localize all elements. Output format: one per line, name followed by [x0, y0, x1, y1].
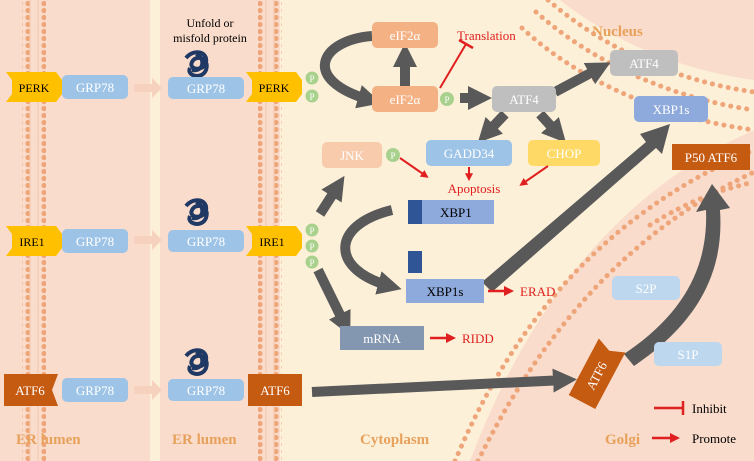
apoptosis-label: Apoptosis — [448, 181, 501, 196]
svg-text:PERK: PERK — [19, 81, 50, 95]
region-label-cytoplasm: Cytoplasm — [360, 432, 430, 448]
ire1-receptor-2: IRE1 — [246, 226, 302, 256]
xbp1s-segment — [408, 251, 422, 273]
atf6-receptor-2: ATF6 — [248, 374, 302, 406]
svg-text:PERK: PERK — [259, 81, 290, 95]
misfolded-protein-icon-1 — [184, 50, 209, 78]
svg-text:P: P — [390, 151, 395, 161]
atf4-label-cytoplasm: ATF4 — [509, 92, 539, 107]
mrna-label: mRNA — [363, 331, 401, 346]
xbp1-segment — [408, 200, 422, 224]
s2p-label: S2P — [636, 281, 657, 296]
svg-text:IRE1: IRE1 — [19, 235, 44, 249]
jnk-label: JNK — [340, 148, 364, 163]
gadd34-label: GADD34 — [444, 146, 495, 161]
legend-promote-label: Promote — [692, 431, 736, 446]
atf6-to-nucleus-arrow — [624, 184, 730, 366]
eif2a-box-top — [372, 22, 438, 48]
region-label-nucleus: Nucleus — [592, 24, 643, 40]
gadd34-box — [426, 140, 512, 166]
misfolded-protein-icon-3 — [184, 348, 209, 376]
phospho-group-perk: P P — [305, 71, 319, 103]
svg-text:ATF6: ATF6 — [260, 383, 290, 398]
atf4-box-nucleus — [610, 50, 678, 76]
grp78-label-5: GRP78 — [187, 234, 225, 249]
grp78-label-2: GRP78 — [76, 234, 114, 249]
grp78-box-5 — [168, 230, 244, 252]
svg-text:IRE1: IRE1 — [259, 235, 284, 249]
perk-receptor-1: PERK — [6, 72, 62, 102]
mrna-box — [340, 326, 424, 350]
atf6-receptor-1: ATF6 — [4, 374, 58, 406]
legend-inhibit-label: Inhibit — [692, 401, 727, 416]
grp78-label-3: GRP78 — [76, 383, 114, 398]
xbp1-label: XBP1 — [440, 205, 472, 220]
ire1-receptor-1: IRE1 — [6, 226, 62, 256]
svg-text:P: P — [309, 242, 314, 252]
ridd-label: RIDD — [462, 331, 494, 346]
region-label-er-lumen-1: ER lumen — [16, 432, 81, 448]
misfold-label: misfold protein — [173, 31, 247, 45]
grp78-box-4 — [168, 77, 244, 99]
grp78-box-1 — [62, 75, 128, 99]
eif2a-box-phospho — [372, 86, 438, 112]
atf4-box-cytoplasm — [492, 86, 556, 112]
p50-atf6-box — [672, 144, 750, 170]
grp78-box-6 — [168, 379, 244, 401]
nucleus-region — [560, 0, 754, 80]
region-label-golgi: Golgi — [605, 432, 640, 448]
grp78-label-1: GRP78 — [76, 80, 114, 95]
erad-label: ERAD — [520, 284, 555, 299]
grp78-box-2 — [62, 229, 128, 253]
grp78-label-4: GRP78 — [187, 81, 225, 96]
atf4-label-nucleus: ATF4 — [629, 56, 659, 71]
eif2a-label-phospho: eIF2α — [390, 92, 421, 107]
xbp1s-label-nucleus: XBP1s — [653, 102, 690, 117]
translation-inhibit-bar — [458, 38, 474, 50]
translation-inhibit-line — [439, 43, 467, 89]
xbp1s-to-nucleus-arrow — [482, 124, 670, 292]
region-label-er-lumen-2: ER lumen — [172, 432, 237, 448]
svg-text:P: P — [444, 95, 449, 105]
unfold-label: Unfold or — [187, 16, 234, 30]
phospho-jnk — [386, 148, 400, 162]
golgi-membrane — [452, 147, 754, 461]
phospho-eif2a — [440, 92, 454, 106]
legend: Inhibit Promote — [652, 401, 736, 446]
s2p-box — [612, 276, 680, 300]
chop-box — [528, 140, 600, 166]
xbp1s-box-nucleus — [634, 96, 708, 122]
svg-text:P: P — [309, 74, 314, 84]
grp78-label-6: GRP78 — [187, 383, 225, 398]
s1p-box — [654, 342, 722, 366]
perk-receptor-2: PERK — [246, 72, 302, 102]
s1p-label: S1P — [678, 347, 699, 362]
translation-label: Translation — [457, 28, 516, 43]
svg-text:P: P — [309, 258, 314, 268]
apoptosis-arrows — [399, 157, 549, 186]
xbp1s-box — [406, 279, 484, 303]
misfolded-protein-icon-2 — [184, 198, 209, 226]
xbp1s-label: XBP1s — [427, 284, 464, 299]
pathway-arrows — [311, 31, 611, 397]
phospho-group-ire1: P P P — [305, 223, 319, 269]
chop-label: CHOP — [547, 146, 582, 161]
svg-text:P: P — [309, 92, 314, 102]
xbp1-box — [422, 200, 494, 224]
svg-text:P: P — [309, 226, 314, 236]
jnk-box — [322, 142, 382, 168]
p50-atf6-label: P50 ATF6 — [685, 150, 738, 165]
grp78-box-3 — [62, 378, 128, 402]
eif2a-label-top: eIF2α — [390, 28, 421, 43]
svg-text:ATF6: ATF6 — [15, 383, 45, 398]
atf6-golgi: ATF6 — [568, 338, 626, 410]
transition-arrows — [134, 78, 162, 400]
